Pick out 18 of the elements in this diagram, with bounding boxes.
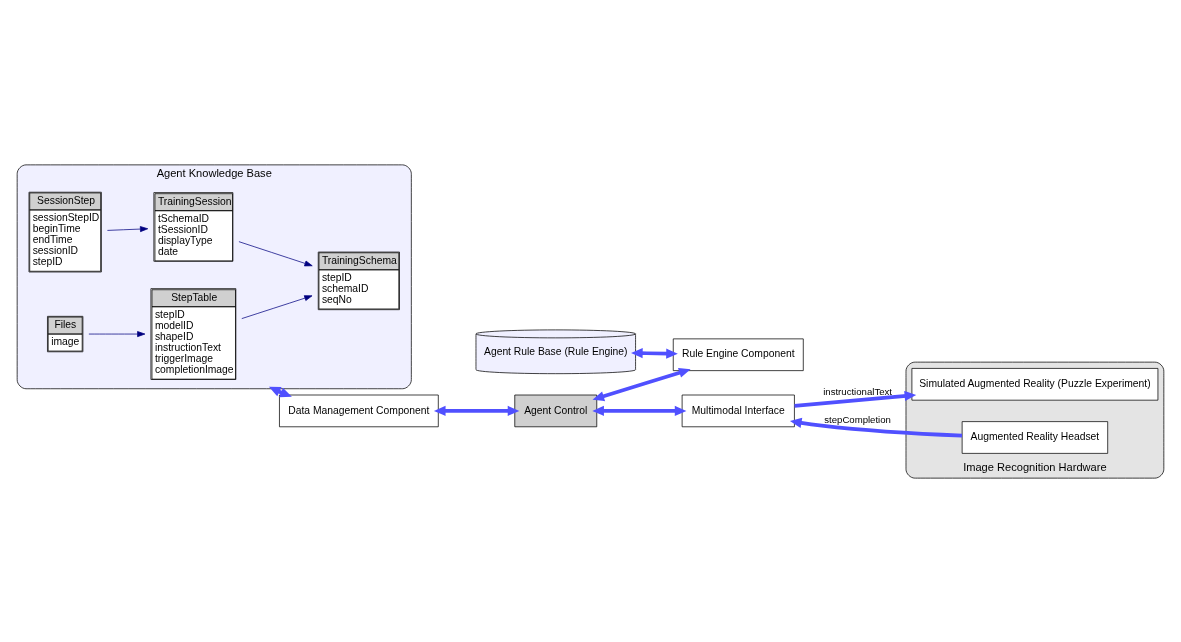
node-box: Agent Control xyxy=(514,394,598,427)
edge-label: stepCompletion xyxy=(824,413,891,425)
arrow xyxy=(794,390,917,408)
node-box: Augmented Reality Headset xyxy=(961,420,1109,454)
arrow xyxy=(241,294,313,319)
arrow xyxy=(592,367,691,401)
edge-label: instructionalText xyxy=(823,385,892,397)
arrow xyxy=(88,330,146,337)
node-box: Multimodal Interface xyxy=(681,394,795,427)
arrow xyxy=(433,405,520,416)
node-box: Simulated Augmented Reality (Puzzle Experiment) xyxy=(911,367,1159,401)
node-box: Data Management Component xyxy=(279,394,439,427)
arrow xyxy=(592,405,687,416)
arrow xyxy=(107,225,149,232)
arrow xyxy=(789,417,963,437)
node-box: Rule Engine Component xyxy=(672,338,804,371)
arrow xyxy=(631,347,678,359)
arrow xyxy=(238,240,313,266)
